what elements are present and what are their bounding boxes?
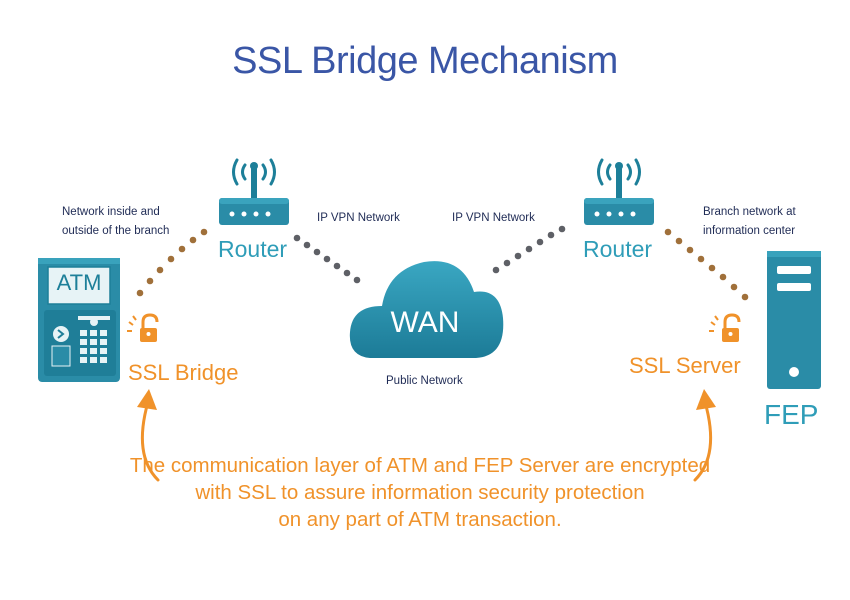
curved-arrow-icon [137, 389, 160, 482]
ipvpn-right-label: IP VPN Network [452, 212, 535, 224]
server-icon [767, 251, 821, 389]
padlock-icon [709, 313, 741, 342]
dotted-link-wan-router [492, 225, 566, 274]
ssl-server-label: SSL Server [629, 353, 741, 378]
dotted-link-atm-router [136, 228, 208, 297]
padlock-icon [127, 313, 159, 342]
footnote: The communication layer of ATM and FEP S… [120, 452, 720, 533]
dotted-link-router-fep [664, 228, 749, 301]
left-network-label: Network inside and outside of the branch [62, 203, 169, 241]
page-title: SSL Bridge Mechanism [232, 40, 618, 82]
left-network-line-1: Network inside and [62, 206, 160, 218]
right-network-line-2: information center [703, 225, 796, 237]
footnote-line-2: with SSL to assure information security … [195, 481, 645, 504]
ssl-bridge-label: SSL Bridge [128, 360, 239, 385]
right-network-label: Branch network at information center [703, 203, 796, 241]
ipvpn-left-label: IP VPN Network [317, 212, 400, 224]
router-left-label: Router [218, 236, 288, 262]
right-network-line-1: Branch network at [703, 206, 796, 218]
wan-cloud-icon [349, 261, 504, 358]
footnote-line-1: The communication layer of ATM and FEP S… [129, 454, 711, 477]
footnote-line-3: on any part of ATM transaction. [278, 508, 562, 531]
router-icon [219, 158, 289, 225]
left-network-line-2: outside of the branch [62, 225, 170, 237]
atm-screen-label: ATM [56, 270, 102, 295]
router-right-label: Router [583, 236, 653, 262]
router-icon [584, 158, 654, 225]
dotted-link-router-wan [293, 234, 361, 284]
fep-label: FEP [764, 399, 819, 430]
curved-arrow-icon [693, 389, 716, 482]
atm-icon [38, 258, 120, 382]
wan-label: WAN [390, 306, 460, 339]
public-network-label: Public Network [386, 375, 463, 387]
